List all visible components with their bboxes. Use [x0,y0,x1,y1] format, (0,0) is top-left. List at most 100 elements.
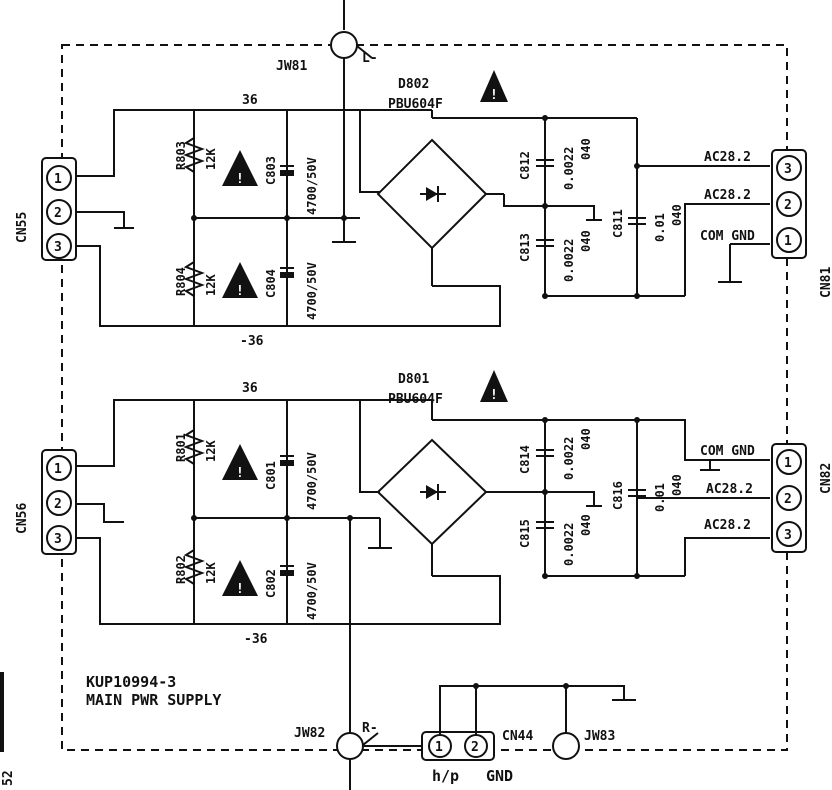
board-part-number: KUP10994-3 [86,673,176,691]
cn56-pin-2-label: 2 [54,497,62,512]
c811-sub: 040 [670,204,684,226]
cn56-pin-1-label: 1 [54,462,62,477]
cn82-pin-2-label: 2 [784,492,792,507]
r802-ref: R802 [174,555,188,584]
cn82-pin-3-label: 3 [784,528,792,543]
c803-ref: C803 [264,156,278,185]
cn44-label: CN44 [502,729,533,744]
cn81-pin-2-label: 2 [784,198,792,213]
c803-value: 4700/50V [305,157,319,215]
r804-ref: R804 [174,267,188,296]
c804-capacitor [280,267,294,278]
cn55-pin-2 [46,199,72,225]
cn81-pin-1-label: 1 [784,234,792,249]
lower-rail-neg: -36 [244,632,268,647]
c816-capacitor [628,489,646,497]
board-title: MAIN PWR SUPPLY [86,691,221,709]
c812-capacitor [536,159,554,167]
svg-text:!: ! [236,172,244,187]
c814-value: 0.0022 [562,437,576,480]
r802-value: 12K [204,562,218,584]
c815-ref: C815 [518,519,532,548]
c804-ref: C804 [264,269,278,298]
c811-ref: C811 [611,209,625,238]
r802-resistor [183,549,205,585]
cn56-pin-1 [46,455,72,481]
cn82-pin-2 [776,485,802,511]
warning-icon: ! [222,444,258,481]
cn56-pin-3-label: 3 [54,532,62,547]
warning-icon: ! [222,262,258,299]
cn44-pin-2-label: 2 [471,740,479,755]
cn44-hp-label: h/p [432,767,459,785]
c812-sub: 040 [579,138,593,160]
cn82-net-2: AC28.2 [706,482,753,497]
cn55-label: CN55 [15,212,30,243]
c802-ref: C802 [264,569,278,598]
c802-capacitor [280,565,294,576]
c801-ref: C801 [264,461,278,490]
cn82-net-3: AC28.2 [704,518,751,533]
cn82-label: CN82 [819,463,832,494]
cn56-pin-3 [46,525,72,551]
edge-mark [0,672,4,752]
cn55-pin-2-label: 2 [54,206,62,221]
cn56-pin-2 [46,490,72,516]
jw82-net-label: R- [362,721,378,736]
warning-icon: ! [222,150,258,187]
d802-ref: D802 [398,77,429,92]
cn55-pin-3-label: 3 [54,240,62,255]
edge-mark-label: 52 [1,770,16,786]
diode-icon [420,186,446,202]
c813-value: 0.0022 [562,239,576,282]
jw81-net-label: L- [362,51,378,66]
r801-value: 12K [204,440,218,462]
cn44-pin-1-label: 1 [435,740,443,755]
c811-capacitor [628,217,646,225]
svg-text:!: ! [236,284,244,299]
svg-text:!: ! [236,582,244,597]
c813-ref: C813 [518,233,532,262]
diode-icon [420,484,446,500]
cn81-pin-1 [776,227,802,253]
c815-sub: 040 [579,514,593,536]
cn55-pin-1 [46,165,72,191]
cn81-pin-3 [776,155,802,181]
r803-value: 12K [204,148,218,170]
cn81-net-1: COM GND [700,229,755,244]
jw82-label: JW82 [294,726,325,741]
svg-text:!: ! [490,388,498,403]
r801-ref: R801 [174,433,188,462]
cn81-label: CN81 [819,267,832,298]
cn55-pin-1-label: 1 [54,172,62,187]
cn82-pin-3 [776,521,802,547]
d802-part: PBU604F [388,97,443,112]
cn55-pin-3 [46,233,72,259]
warning-icon: ! [222,560,258,597]
lower-rail-pos: 36 [242,381,258,396]
svg-text:!: ! [490,88,498,103]
c801-value: 4700/50V [305,452,319,510]
cn81-net-3: AC28.2 [704,150,751,165]
cn56-label: CN56 [15,503,30,534]
c801-capacitor [280,455,294,466]
r804-resistor [183,261,205,297]
c815-value: 0.0022 [562,523,576,566]
c811-value: 0.01 [653,213,667,242]
c804-value: 4700/50V [305,262,319,320]
c812-value: 0.0022 [562,147,576,190]
c816-ref: C816 [611,481,625,510]
r804-value: 12K [204,274,218,296]
c803-capacitor [280,165,294,176]
jw83-label: JW83 [584,729,615,744]
c813-capacitor [536,239,554,247]
c814-sub: 040 [579,428,593,450]
d801-ref: D801 [398,372,429,387]
jw83-jumper [552,732,580,760]
cn82-pin-1 [776,449,802,475]
jw81-jumper [330,31,358,59]
r801-resistor [183,429,205,465]
warning-icon: ! [480,70,508,103]
warning-icon: ! [480,370,508,403]
